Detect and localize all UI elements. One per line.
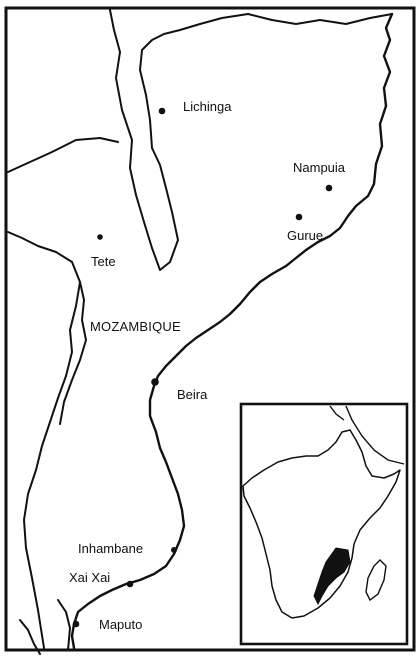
boundaries [7, 9, 393, 655]
sinai-inset [329, 405, 345, 421]
swaziland-border [57, 599, 71, 651]
xai-xai-marker [126, 580, 134, 588]
coastline [70, 12, 394, 650]
maputo-marker [72, 620, 80, 628]
malawi-south-border [7, 231, 81, 649]
city-label-lichinga: Lichinga [183, 99, 232, 114]
zambia-border [7, 137, 119, 173]
city-label-beira: Beira [177, 387, 208, 402]
zimbabwe-lobe [59, 281, 87, 425]
city-label-inhambane: Inhambane [78, 541, 143, 556]
city-markers [72, 107, 333, 628]
inset-map [239, 402, 409, 646]
city-label-maputo: Maputo [99, 617, 142, 632]
city-label-tete: Tete [91, 254, 116, 269]
tete-marker [97, 234, 103, 240]
inhambane-marker [171, 547, 177, 553]
city-label-gurue: Gurue [287, 228, 323, 243]
arabia-edge-inset [345, 405, 405, 465]
mozambique-highlight-inset [313, 547, 351, 606]
inset-frame [239, 402, 409, 646]
city-label-nampuia: Nampuia [293, 160, 346, 175]
madagascar-inset [365, 559, 387, 602]
south-africa-border [19, 619, 41, 655]
lake-malawi-border [109, 9, 249, 271]
africa-outline-inset [242, 429, 401, 619]
nampuia-marker [325, 184, 333, 192]
country-label: MOZAMBIQUE [90, 319, 181, 334]
gurue-marker [295, 213, 303, 221]
lichinga-marker [158, 107, 166, 115]
city-label-xai-xai: Xai Xai [69, 570, 110, 585]
tanzania-border [247, 13, 393, 25]
beira-marker [151, 378, 159, 386]
